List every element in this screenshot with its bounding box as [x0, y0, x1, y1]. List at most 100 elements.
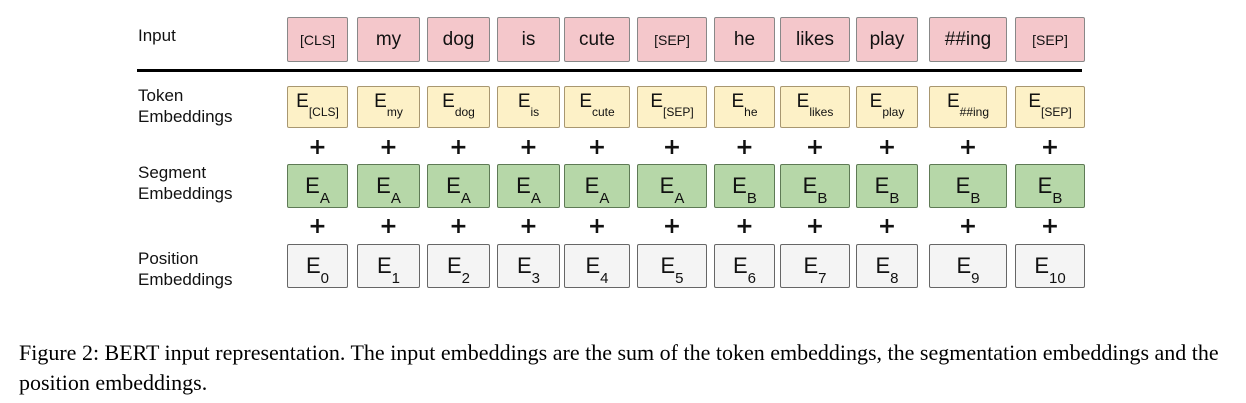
- plus-sign: +: [449, 214, 468, 239]
- input-token-text: cute: [579, 28, 615, 50]
- token-embedding-box: E[CLS]: [287, 86, 348, 128]
- token-embedding-box: Eplay: [856, 86, 918, 128]
- segment-embedding-subscript: A: [530, 190, 541, 207]
- segment-embedding-subscript: A: [390, 190, 401, 207]
- token-embedding-base-letter: E: [869, 91, 883, 112]
- position-embedding-base-letter: E: [376, 253, 392, 278]
- segment-embedding-box: EA: [427, 164, 490, 208]
- token-embedding-box: E[SEP]: [1015, 86, 1085, 128]
- token-embedding-subscript: ##ing: [959, 105, 990, 119]
- plus-sign: +: [877, 214, 897, 239]
- input-token-text: [SEP]: [1032, 31, 1068, 48]
- plus-sign: +: [519, 135, 538, 160]
- segment-embedding-base-letter: E: [732, 173, 747, 198]
- token-embedding-box: Ecute: [564, 86, 630, 128]
- position-embedding-box: E10: [1015, 244, 1085, 288]
- segment-embedding-base-letter: E: [305, 173, 320, 198]
- position-embedding-subscript: 4: [600, 270, 609, 287]
- segment-embedding-subscript: B: [817, 190, 828, 207]
- segment-embedding-base-letter: E: [659, 173, 675, 198]
- position-embedding-subscript: 8: [890, 270, 899, 287]
- input-token-text: ##ing: [944, 28, 992, 50]
- position-embedding-subscript: 10: [1049, 270, 1066, 287]
- segment-embedding-box: EA: [564, 164, 630, 208]
- position-embedding-subscript: 1: [391, 270, 401, 287]
- segment-embedding-subscript: B: [746, 190, 757, 207]
- plus-sign: +: [735, 135, 754, 160]
- position-embedding-box: E1: [357, 244, 420, 288]
- position-embedding-base-letter: E: [660, 253, 676, 278]
- segment-embedding-box: EB: [856, 164, 918, 208]
- position-embedding-box: E6: [714, 244, 775, 288]
- input-token-text: my: [375, 28, 402, 50]
- token-embedding-base-letter: E: [579, 91, 592, 112]
- position-embedding-subscript: 7: [818, 270, 827, 287]
- position-embeddings-row-label: Position Embeddings: [138, 249, 233, 289]
- input-token-box: he: [714, 17, 775, 62]
- token-embedding-subscript: he: [744, 105, 758, 119]
- token-embedding-base-letter: E: [946, 91, 960, 112]
- token-embedding-base-letter: E: [442, 91, 455, 112]
- token-embedding-box: Eis: [497, 86, 560, 128]
- token-embedding-subscript: dog: [454, 105, 475, 119]
- position-embedding-subscript: 5: [675, 270, 684, 287]
- input-token-box: [SEP]: [637, 17, 707, 62]
- input-token-text: is: [521, 28, 536, 50]
- token-embeddings-row-label: Token Embeddings: [138, 86, 233, 126]
- segment-embedding-box: EB: [714, 164, 775, 208]
- input-token-text: likes: [795, 28, 834, 50]
- token-embedding-base-letter: E: [650, 91, 663, 112]
- token-embedding-base-letter: E: [731, 91, 745, 112]
- plus-sign: +: [805, 214, 825, 239]
- plus-sign: +: [587, 135, 607, 160]
- segment-embedding-base-letter: E: [446, 173, 461, 198]
- segment-embedding-box: EA: [357, 164, 420, 208]
- position-embedding-subscript: 6: [747, 270, 757, 287]
- plus-sign: +: [735, 214, 754, 239]
- token-embedding-base-letter: E: [1028, 91, 1041, 112]
- segment-embedding-base-letter: E: [376, 173, 391, 198]
- input-token-box: likes: [780, 17, 850, 62]
- token-embedding-subscript: [SEP]: [663, 105, 694, 119]
- segment-embedding-base-letter: E: [1037, 173, 1053, 198]
- token-embedding-base-letter: E: [374, 91, 387, 112]
- plus-sign: +: [1040, 135, 1060, 160]
- input-token-box: is: [497, 17, 560, 62]
- segment-embedding-base-letter: E: [874, 173, 890, 198]
- token-embedding-box: E##ing: [929, 86, 1007, 128]
- plus-sign: +: [587, 214, 607, 239]
- position-embedding-box: E0: [287, 244, 348, 288]
- position-embedding-base-letter: E: [732, 253, 748, 278]
- token-embedding-base-letter: E: [796, 91, 810, 112]
- segment-embedding-box: EB: [1015, 164, 1085, 208]
- position-embedding-base-letter: E: [956, 253, 972, 278]
- token-embedding-box: Edog: [427, 86, 490, 128]
- segment-embedding-base-letter: E: [802, 173, 818, 198]
- input-token-box: cute: [564, 17, 630, 62]
- position-embedding-box: E5: [637, 244, 707, 288]
- plus-sign: +: [958, 135, 978, 160]
- segment-embedding-subscript: A: [460, 190, 471, 207]
- segment-embedding-base-letter: E: [584, 173, 600, 198]
- token-embedding-subscript: likes: [809, 105, 834, 119]
- input-token-box: my: [357, 17, 420, 62]
- token-embedding-subscript: play: [882, 105, 905, 119]
- segment-embedding-subscript: A: [674, 190, 685, 207]
- token-embedding-box: Ehe: [714, 86, 775, 128]
- plus-sign: +: [519, 214, 538, 239]
- segment-embedding-box: EA: [497, 164, 560, 208]
- input-token-box: dog: [427, 17, 490, 62]
- input-token-text: [CLS]: [299, 31, 335, 48]
- token-embedding-box: Emy: [357, 86, 420, 128]
- input-token-box: ##ing: [929, 17, 1007, 62]
- input-token-text: he: [733, 28, 756, 50]
- position-embedding-box: E7: [780, 244, 850, 288]
- position-embedding-subscript: 0: [320, 270, 330, 287]
- position-embedding-base-letter: E: [516, 253, 532, 278]
- token-embedding-subscript: cute: [592, 105, 615, 119]
- position-embedding-box: E2: [427, 244, 490, 288]
- position-embedding-box: E8: [856, 244, 918, 288]
- plus-sign: +: [379, 135, 398, 160]
- position-embedding-base-letter: E: [446, 253, 462, 278]
- position-embedding-box: E3: [497, 244, 560, 288]
